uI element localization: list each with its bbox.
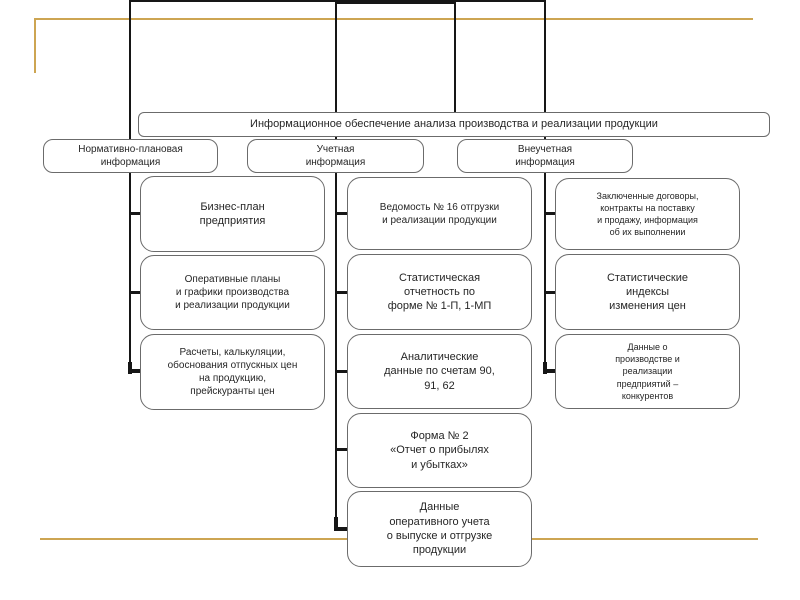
- gold-top-line: [34, 18, 753, 20]
- branch-header-non-accounting: Внеучетная информация: [457, 139, 633, 173]
- connector-tick: [335, 448, 348, 451]
- diagram-title: Информационное обеспечение анализа произ…: [138, 112, 770, 137]
- trunk-left-line: [129, 0, 131, 374]
- connector-tick: [129, 291, 141, 294]
- branch-header-normative-planning: Нормативно-плановая информация: [43, 139, 218, 173]
- item-competitors-data: Данные о производстве и реализации предп…: [555, 334, 740, 409]
- top-rail-thick-segment: [336, 0, 456, 4]
- item-price-indices: Статистические индексы изменения цен: [555, 254, 740, 330]
- connector-elbow: [334, 517, 338, 531]
- connector-elbow: [543, 362, 547, 374]
- connector-tick: [335, 291, 348, 294]
- connector-tick: [544, 291, 556, 294]
- item-analytical-accounts: Аналитические данные по счетам 90, 91, 6…: [347, 334, 532, 409]
- item-business-plan: Бизнес-план предприятия: [140, 176, 325, 252]
- connector-tick: [335, 370, 348, 373]
- item-operational-records: Данные оперативного учета о выпуске и от…: [347, 491, 532, 567]
- connector-elbow: [128, 369, 142, 373]
- connector-tick: [129, 212, 141, 215]
- item-price-calculations: Расчеты, калькуляции, обоснования отпуск…: [140, 334, 325, 410]
- connector-tick: [544, 212, 556, 215]
- item-operational-plans: Оперативные планы и графики производства…: [140, 255, 325, 330]
- branch-header-accounting: Учетная информация: [247, 139, 424, 173]
- title-stub-line: [454, 0, 456, 120]
- trunk-middle-line: [335, 0, 337, 530]
- item-statement-16: Ведомость № 16 отгрузки и реализации про…: [347, 177, 532, 250]
- item-statistical-reporting: Статистическая отчетность по форме № 1-П…: [347, 254, 532, 330]
- connector-elbow: [543, 369, 557, 373]
- item-form-2: Форма № 2 «Отчет о прибылях и убытках»: [347, 413, 532, 488]
- connector-elbow: [128, 362, 132, 374]
- connector-tick: [335, 212, 348, 215]
- gold-left-corner-line: [34, 18, 36, 73]
- item-contracts: Заключенные договоры, контракты на поста…: [555, 178, 740, 250]
- trunk-right-line: [544, 0, 546, 374]
- connector-elbow: [334, 527, 349, 531]
